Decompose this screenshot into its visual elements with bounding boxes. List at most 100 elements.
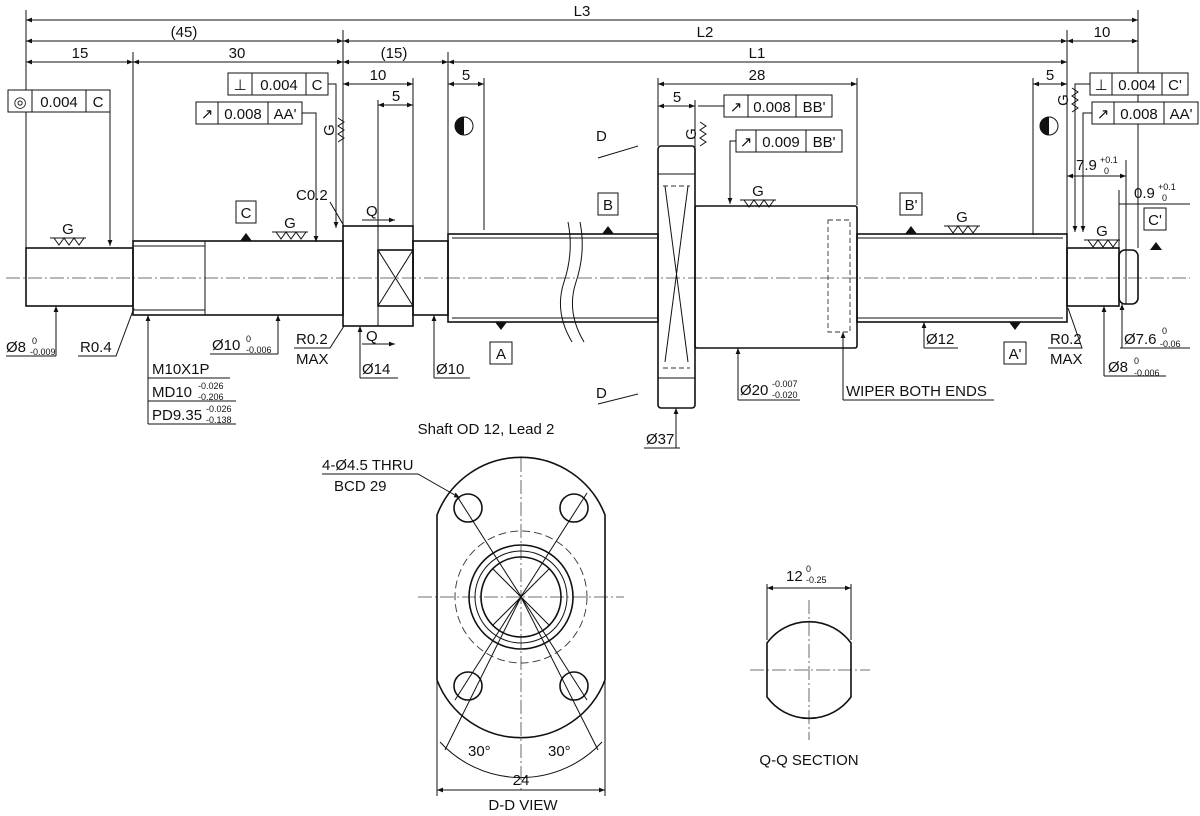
datum-a-prime: A'	[1009, 346, 1022, 363]
finish-g-2: G	[284, 215, 296, 232]
dim-l2: L2	[697, 24, 714, 41]
leader-labels: C0.2 Q Q Ø8 0 -0.009 R0.4 M10X1P MD10 -0…	[6, 155, 1190, 449]
svg-text:-0.006: -0.006	[1134, 368, 1160, 378]
svg-text:0: 0	[32, 336, 37, 346]
svg-text:-0.020: -0.020	[772, 390, 798, 400]
label-angle-left: 30°	[468, 743, 491, 760]
label-d8: Ø8	[6, 339, 26, 356]
svg-text:C': C'	[1168, 77, 1182, 94]
finish-g-7: G	[683, 128, 700, 140]
dim-28: 28	[749, 67, 766, 84]
qq-section: 12 0 -0.25 Q-Q SECTION	[750, 564, 870, 769]
label-d14: Ø14	[362, 361, 390, 378]
gdt-runout-right: ↗ 0.008 AA'	[1091, 101, 1199, 125]
label-md10: MD10	[152, 384, 192, 401]
finish-g-6: G	[321, 124, 338, 136]
gdt-runout-nut-b: ↗ 0.009 BB'	[735, 129, 843, 153]
finish-g-5: G	[1096, 223, 1108, 240]
drawing-caption: Shaft OD 12, Lead 2	[418, 421, 555, 438]
svg-text:0.009: 0.009	[762, 134, 800, 151]
dim-5-flange: 5	[673, 89, 681, 106]
svg-text:0: 0	[246, 334, 251, 344]
gdt-perp-right: ⊥ 0.004 C'	[1089, 72, 1189, 96]
svg-text:-0.206: -0.206	[198, 392, 224, 402]
dd-view-title: D-D VIEW	[488, 797, 558, 814]
label-d37: Ø37	[646, 431, 674, 448]
svg-text:↗: ↗	[740, 134, 753, 151]
finish-g-1: G	[62, 221, 74, 238]
top-dimensions: L3 (45) L2 10 15 30 (15) L1 10 5 5 28	[25, 3, 1139, 250]
label-r04: R0.4	[80, 339, 112, 356]
dim-15-paren: (15)	[381, 45, 408, 62]
label-d12: Ø12	[926, 331, 954, 348]
svg-text:0.008: 0.008	[1120, 106, 1158, 123]
svg-text:↗: ↗	[730, 99, 743, 116]
label-q-bottom: Q	[366, 328, 378, 345]
label-d09: 0.9	[1134, 185, 1155, 202]
label-max-right: MAX	[1050, 351, 1083, 368]
svg-text:-0.25: -0.25	[806, 575, 827, 585]
svg-text:BB': BB'	[813, 134, 836, 151]
svg-text:AA': AA'	[1170, 106, 1193, 123]
svg-text:0: 0	[1162, 193, 1167, 203]
gdt-concentricity: ◎ 0.004 C	[7, 89, 111, 113]
svg-text:-0.026: -0.026	[206, 404, 232, 414]
svg-text:0.008: 0.008	[753, 99, 791, 116]
dim-10-q: 10	[370, 67, 387, 84]
svg-text:⊥: ⊥	[1094, 77, 1107, 94]
dim-5-step: 5	[462, 67, 470, 84]
dim-5-q: 5	[392, 88, 400, 105]
gdt-frames: ◎ 0.004 C ⊥ 0.004 C ↗ 0.008 AA' ↗ 0.008 …	[7, 72, 1199, 246]
label-bcd: BCD 29	[334, 478, 387, 495]
svg-text:0: 0	[1104, 166, 1109, 176]
label-wiper: WIPER BOTH ENDS	[846, 383, 987, 400]
svg-text:0.004: 0.004	[1118, 77, 1156, 94]
datum-markers: C B A B' A' C' D D	[235, 116, 1167, 405]
svg-text:0.004: 0.004	[40, 94, 78, 111]
svg-text:-0.026: -0.026	[198, 381, 224, 391]
datum-b-prime: B'	[905, 197, 918, 214]
dd-view: 4-Ø4.5 THRU BCD 29 30° 30° 24 D-D VIEW	[322, 456, 624, 814]
qq-section-title: Q-Q SECTION	[759, 752, 858, 769]
svg-text:-0.06: -0.06	[1160, 339, 1181, 349]
dim-10-right: 10	[1094, 24, 1111, 41]
svg-text:C: C	[93, 94, 104, 111]
svg-text:-0.138: -0.138	[206, 415, 232, 425]
finish-g-8: G	[1055, 94, 1072, 106]
svg-text:0: 0	[806, 564, 811, 574]
datum-c-prime: C'	[1148, 212, 1162, 229]
svg-text:◎: ◎	[13, 94, 26, 111]
svg-text:0: 0	[1162, 326, 1167, 336]
dim-24: 24	[513, 772, 530, 789]
label-angle-right: 30°	[548, 743, 571, 760]
label-m10: M10X1P	[152, 361, 210, 378]
finish-g-4: G	[956, 209, 968, 226]
svg-text:+0.1: +0.1	[1158, 182, 1176, 192]
gdt-perp-left: ⊥ 0.004 C	[227, 72, 329, 96]
label-q-top: Q	[366, 203, 378, 220]
datum-a: A	[496, 346, 506, 363]
label-pd935: PD9.35	[152, 407, 202, 424]
svg-text:C: C	[312, 77, 323, 94]
svg-text:⊥: ⊥	[233, 77, 246, 94]
label-d10-neck: Ø10	[436, 361, 464, 378]
gdt-runout-left: ↗ 0.008 AA'	[195, 101, 303, 125]
svg-text:-0.006: -0.006	[246, 345, 272, 355]
label-c02: C0.2	[296, 187, 328, 204]
svg-text:+0.1: +0.1	[1100, 155, 1118, 165]
dim-12: 12	[786, 568, 803, 585]
datum-b: B	[603, 197, 613, 214]
label-holes: 4-Ø4.5 THRU	[322, 457, 413, 474]
svg-text:BB': BB'	[803, 99, 826, 116]
svg-text:0: 0	[1134, 356, 1139, 366]
dim-l3: L3	[574, 3, 591, 20]
svg-text:-0.007: -0.007	[772, 379, 798, 389]
dim-30: 30	[229, 45, 246, 62]
label-d79: 7.9	[1076, 157, 1097, 174]
label-d8-right: Ø8	[1108, 359, 1128, 376]
svg-text:-0.009: -0.009	[30, 347, 56, 357]
label-r02-left: R0.2	[296, 331, 328, 348]
svg-text:0.008: 0.008	[224, 106, 262, 123]
svg-text:↗: ↗	[201, 106, 214, 123]
